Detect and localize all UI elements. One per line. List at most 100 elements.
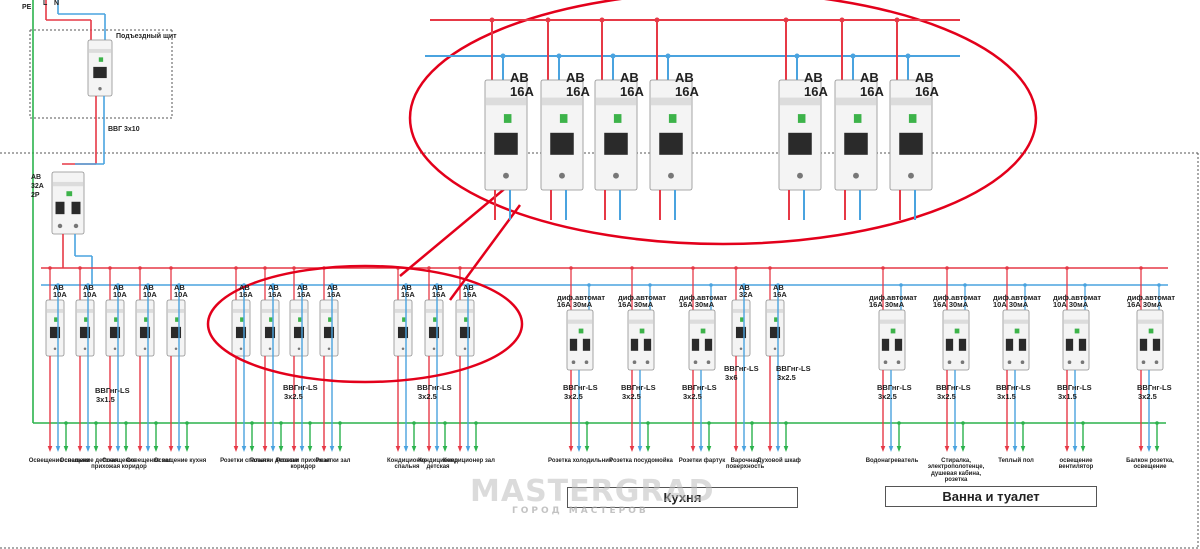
breaker-indicator — [298, 317, 302, 322]
wire-arrow — [249, 446, 255, 452]
breaker-type-label: диф.автомат — [993, 293, 1042, 302]
consumer-label: Розетка холодильник — [548, 458, 612, 464]
breaker-toggle — [459, 326, 471, 339]
breaker-screw — [1007, 360, 1012, 365]
junction-dot — [56, 283, 60, 287]
junction-dot — [234, 266, 238, 270]
entrance-breaker — [87, 39, 113, 97]
zoom-breaker-label: АВ 16А — [860, 70, 884, 99]
breaker-indicator — [240, 317, 244, 322]
breaker-toggle — [1065, 338, 1074, 351]
breaker-indicator — [853, 114, 862, 123]
breaker-band — [629, 319, 653, 324]
breaker-toggle — [630, 338, 639, 351]
cable-section-label: 3x2.5 — [418, 392, 437, 401]
junction-dot — [94, 421, 98, 425]
breaker-screw — [584, 360, 589, 365]
zoom-breaker-4 — [649, 79, 693, 191]
entrance-panel-label: Подъездный щит — [116, 33, 177, 40]
consumer-label: Освещение кухня — [153, 458, 207, 464]
consumer-label: Розетки детская — [250, 458, 298, 464]
cable-type-label: ВВГнг-LS — [1137, 383, 1172, 392]
wire-arrow — [576, 446, 582, 452]
junction-dot — [435, 283, 439, 287]
cable-section-label: 3x1.5 — [1058, 392, 1077, 401]
junction-dot — [138, 266, 142, 270]
wire-arrow — [457, 446, 463, 452]
breaker-8 — [289, 299, 309, 357]
breaker-type-label: АВ — [327, 283, 338, 292]
wire-arrow — [153, 446, 159, 452]
wire-arrow — [645, 446, 651, 452]
junction-dot — [330, 283, 334, 287]
breaker-9 — [319, 299, 339, 357]
breaker-indicator — [98, 57, 104, 62]
breaker-rating-label: 10А — [113, 290, 127, 299]
junction-dot — [443, 421, 447, 425]
zoom-breaker-label: АВ 16А — [915, 70, 939, 99]
wire-arrow — [176, 446, 182, 452]
breaker-rating-label: 16А — [297, 290, 311, 299]
breaker-band — [733, 308, 749, 313]
breaker-toggle — [109, 326, 121, 339]
breaker-screw — [706, 360, 711, 365]
breaker-1 — [45, 299, 65, 357]
breaker-rating-label: 16А — [401, 290, 415, 299]
breaker-screw — [268, 347, 272, 350]
breaker-indicator — [908, 114, 917, 123]
junction-dot — [466, 283, 470, 287]
breaker-13 — [566, 309, 594, 371]
breaker-indicator — [402, 317, 406, 322]
wire-arrow — [184, 446, 190, 452]
breaker-toggle — [428, 326, 440, 339]
breaker-toggle — [71, 201, 81, 215]
zoom-breaker-label: АВ 16А — [510, 70, 534, 99]
junction-dot — [742, 283, 746, 287]
breaker-toggle — [769, 326, 781, 339]
junction-dot — [404, 283, 408, 287]
callout-pointer — [448, 204, 522, 301]
breaker-toggle — [569, 338, 578, 351]
breaker-band — [53, 181, 83, 187]
junction-dot — [734, 266, 738, 270]
breaker-rating-label: 16А — [773, 290, 787, 299]
junction-dot — [961, 421, 965, 425]
breaker-5 — [166, 299, 186, 357]
breaker-screw — [327, 347, 331, 350]
breaker-rating-label: 16А 30мА — [933, 300, 969, 309]
consumer-label: Розетки фартук — [678, 458, 726, 464]
breaker-screw — [668, 172, 674, 179]
zoom-breaker-1 — [484, 79, 528, 191]
wire-arrow — [880, 446, 886, 452]
junction-dot — [263, 266, 267, 270]
breaker-band — [944, 319, 968, 324]
wire-arrow — [568, 446, 574, 452]
cable-section-label: 3x2.5 — [622, 392, 641, 401]
wire-arrow — [233, 446, 239, 452]
consumer-label: Розетки прихожая коридор — [276, 458, 330, 471]
breaker-21 — [1062, 309, 1090, 371]
breaker-indicator — [66, 191, 73, 197]
breaker-band — [137, 308, 153, 313]
breaker-screw — [1020, 360, 1025, 365]
breaker-screw — [463, 347, 467, 350]
breaker-indicator — [433, 317, 437, 322]
cable-type-label: ВВГнг-LS — [563, 383, 598, 392]
wire-arrow — [1080, 446, 1086, 452]
junction-dot — [64, 421, 68, 425]
breaker-toggle — [170, 326, 182, 339]
wire-arrow — [1020, 446, 1026, 452]
group-bath: Ванна и туалет — [885, 486, 1097, 507]
breaker-screw — [947, 360, 952, 365]
breaker-type-label: диф.автомат — [679, 293, 728, 302]
cable-type-label: ВВГнг-LS — [1057, 383, 1092, 392]
junction-dot — [427, 266, 431, 270]
junction-dot — [691, 266, 695, 270]
breaker-11 — [424, 299, 444, 357]
breaker-toggle — [397, 326, 409, 339]
n-label: N — [54, 0, 60, 7]
breaker-rating-label: 16А 30мА — [618, 300, 654, 309]
breaker-indicator — [1014, 328, 1020, 334]
junction-dot — [945, 266, 949, 270]
wire-arrow — [1012, 446, 1018, 452]
